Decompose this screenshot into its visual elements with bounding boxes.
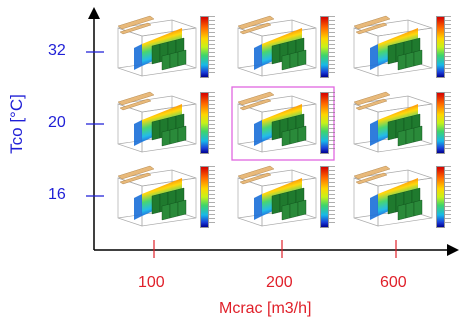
colorbar xyxy=(320,92,329,154)
thumbnail-tco-32-mcrac-100 xyxy=(112,14,216,78)
thumbnail-tco-20-mcrac-600 xyxy=(348,90,452,154)
colorbar-ticks xyxy=(445,92,451,152)
colorbar-ticks xyxy=(445,166,451,226)
room-3d-view xyxy=(117,165,197,227)
thumbnail-tco-16-mcrac-200 xyxy=(232,164,336,228)
colorbar-ticks xyxy=(329,16,335,76)
colorbar xyxy=(200,16,209,78)
y-tick-label-32: 32 xyxy=(48,42,66,59)
room-3d-view xyxy=(237,91,317,153)
thumbnail-tco-32-mcrac-200 xyxy=(232,14,336,78)
thumbnail-tco-32-mcrac-600 xyxy=(348,14,452,78)
x-tick-label-600: 600 xyxy=(380,274,407,291)
thumbnail-tco-20-mcrac-200 xyxy=(232,90,336,154)
colorbar-ticks xyxy=(209,92,215,152)
colorbar xyxy=(200,166,209,228)
y-tick-label-20: 20 xyxy=(48,114,66,131)
x-axis-label: Mcrac [m3/h] xyxy=(219,300,312,317)
colorbar xyxy=(436,92,445,154)
room-3d-view xyxy=(117,91,197,153)
x-tick-label-200: 200 xyxy=(266,274,293,291)
colorbar-ticks xyxy=(209,166,215,226)
colorbar-ticks xyxy=(445,16,451,76)
x-tick-label-100: 100 xyxy=(138,274,165,291)
colorbar xyxy=(320,16,329,78)
colorbar xyxy=(436,166,445,228)
room-3d-view xyxy=(353,91,433,153)
y-tick-label-16: 16 xyxy=(48,186,66,203)
thumbnail-tco-16-mcrac-600 xyxy=(348,164,452,228)
room-3d-view xyxy=(237,165,317,227)
thumbnail-tco-16-mcrac-100 xyxy=(112,164,216,228)
thumbnail-tco-20-mcrac-100 xyxy=(112,90,216,154)
colorbar-ticks xyxy=(209,16,215,76)
colorbar xyxy=(200,92,209,154)
colorbar-ticks xyxy=(329,166,335,226)
room-3d-view xyxy=(117,15,197,77)
room-3d-view xyxy=(237,15,317,77)
y-axis-label: Tco [°C] xyxy=(7,94,26,154)
room-3d-view xyxy=(353,15,433,77)
colorbar-ticks xyxy=(329,92,335,152)
room-3d-view xyxy=(353,165,433,227)
colorbar xyxy=(320,166,329,228)
colorbar xyxy=(436,16,445,78)
